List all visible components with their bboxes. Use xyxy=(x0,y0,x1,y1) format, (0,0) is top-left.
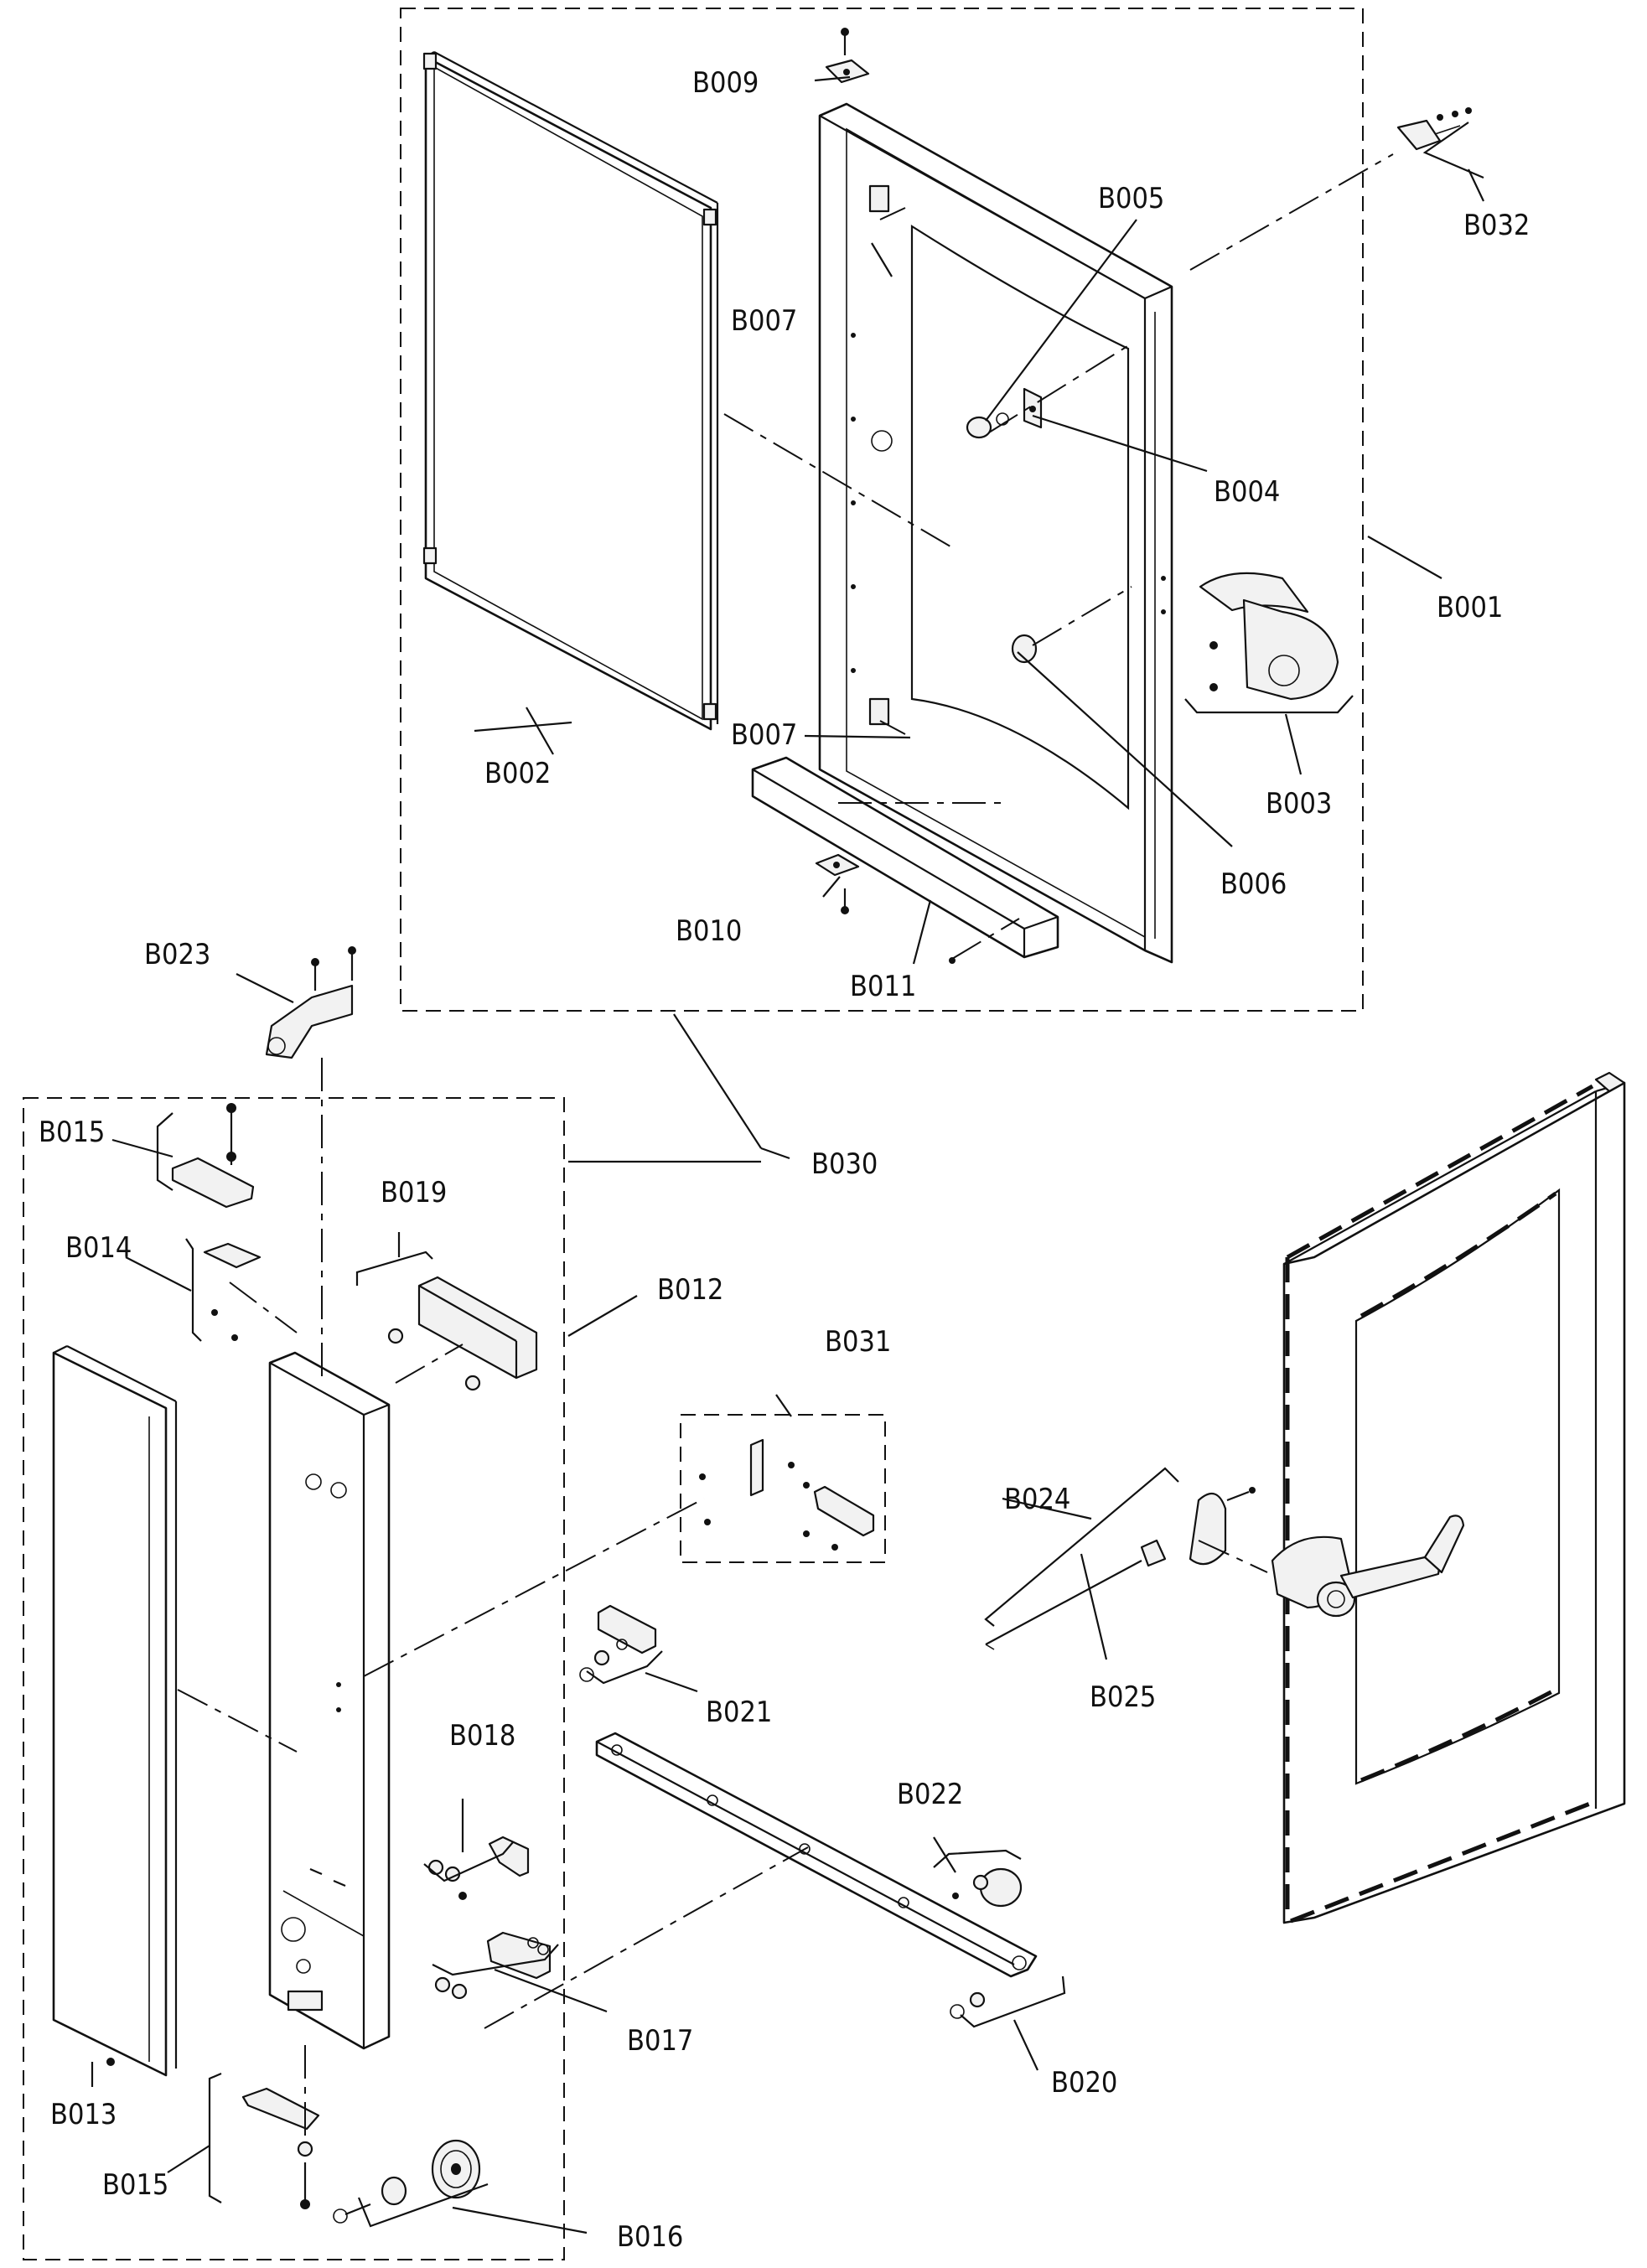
lower-hinge-arm xyxy=(241,2087,320,2209)
bumper-and-catch xyxy=(966,387,1043,439)
label-b002: B002 xyxy=(484,757,551,790)
label-b030: B030 xyxy=(811,1147,878,1181)
spacer-block xyxy=(579,1604,657,1682)
leader-lines xyxy=(91,75,1484,2234)
label-b012: B012 xyxy=(657,1273,723,1307)
label-b024: B024 xyxy=(1004,1483,1070,1516)
label-b021: B021 xyxy=(706,1696,772,1729)
upper-hinge-arm xyxy=(171,1103,255,1209)
label-b003: B003 xyxy=(1266,787,1332,821)
label-b013: B013 xyxy=(50,2098,117,2131)
label-b014: B014 xyxy=(65,1231,132,1265)
roller-wheel xyxy=(333,2139,481,2224)
small-bracket-lower xyxy=(434,1931,552,2000)
top-hinge-plate xyxy=(825,28,870,84)
pivot-block xyxy=(203,1242,262,1341)
label-b007-lower: B007 xyxy=(731,718,797,752)
assembly-box-b001 xyxy=(400,8,1364,1012)
assembly-box-b030 xyxy=(23,1097,565,2260)
label-b018: B018 xyxy=(449,1719,515,1753)
label-b031: B031 xyxy=(825,1325,891,1359)
label-b023: B023 xyxy=(144,938,210,971)
small-bracket-upper xyxy=(427,1836,530,1900)
assembly-box-b031 xyxy=(680,1414,886,1563)
label-b032: B032 xyxy=(1463,209,1530,242)
side-cover-panel xyxy=(52,1345,178,2077)
bottom-rail xyxy=(751,756,1059,964)
outer-door-handle xyxy=(1271,1515,1465,1618)
label-b017: B017 xyxy=(627,2024,693,2058)
label-b025: B025 xyxy=(1090,1680,1156,1714)
latch-bracket xyxy=(1396,107,1472,151)
assembly-lines xyxy=(177,153,1394,2139)
label-b011: B011 xyxy=(850,970,916,1003)
label-b015-upper: B015 xyxy=(39,1116,105,1149)
door-side-frame xyxy=(268,1351,391,2050)
label-b015-lower: B015 xyxy=(102,2168,168,2202)
label-b020: B020 xyxy=(1051,2066,1117,2100)
door-handle-top xyxy=(1199,572,1339,701)
label-b006: B006 xyxy=(1220,867,1287,901)
label-b010: B010 xyxy=(676,914,742,948)
inner-glass-panel xyxy=(422,51,719,731)
label-b001: B001 xyxy=(1437,591,1503,624)
label-b019: B019 xyxy=(381,1176,447,1209)
label-b004: B004 xyxy=(1214,475,1280,509)
bottom-hinge-plate xyxy=(815,853,860,914)
bushing xyxy=(1011,634,1038,664)
outer-door xyxy=(1282,1071,1626,1924)
guide-block xyxy=(387,1276,538,1391)
label-b007-upper: B007 xyxy=(731,304,797,338)
door-frame xyxy=(818,102,1173,964)
upper-hinge-bracket xyxy=(265,946,356,1059)
lower-tie-rail xyxy=(595,1732,1038,2019)
label-b009: B009 xyxy=(692,66,759,100)
latch-set xyxy=(699,1438,875,1551)
label-b022: B022 xyxy=(897,1778,963,1811)
label-b005: B005 xyxy=(1098,182,1164,215)
round-cap xyxy=(952,1867,1023,1908)
label-b016: B016 xyxy=(617,2220,683,2254)
lock-mechanism xyxy=(985,1487,1256,1650)
part-labels: B009 B005 B032 B007 B004 B001 B002 B007 … xyxy=(39,66,1530,2254)
